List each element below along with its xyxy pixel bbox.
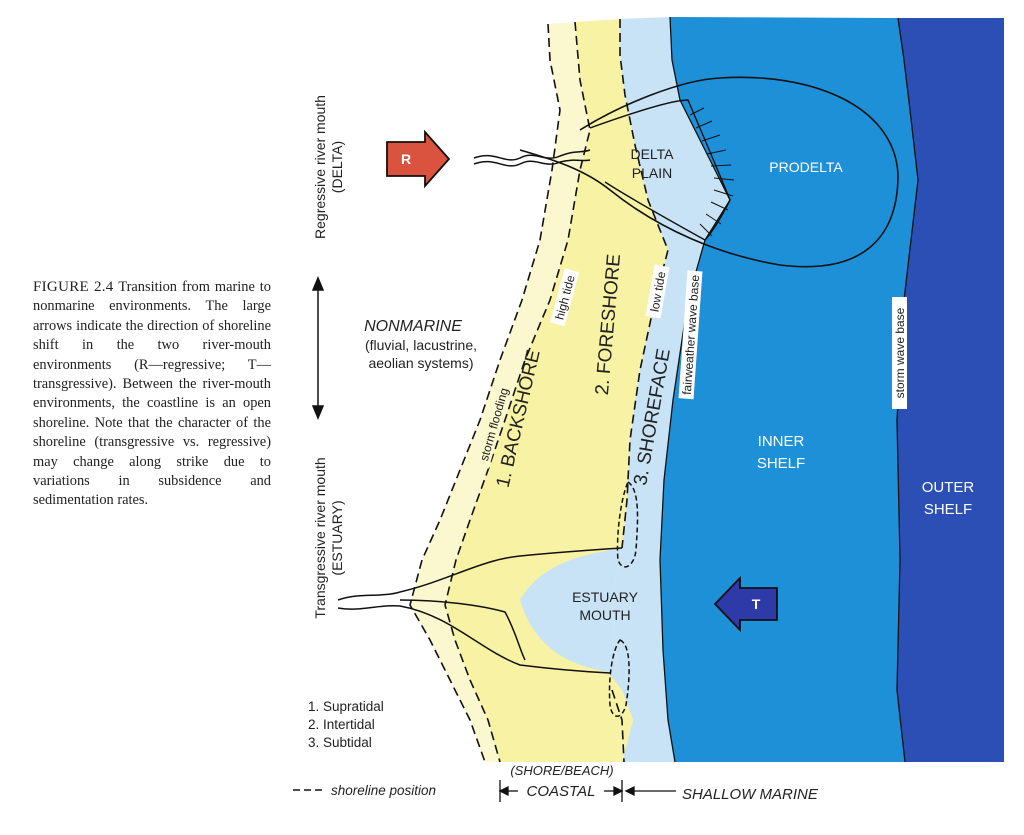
- barrier-island-upper: [616, 480, 639, 568]
- low-tide-line-south: [611, 689, 625, 763]
- outer-shelf-label-2: SHELF: [924, 501, 972, 518]
- coastal-label: COASTAL: [527, 783, 596, 800]
- regressive-mouth-label-2: (DELTA): [329, 141, 345, 193]
- regressive-arrow-letter: R: [401, 151, 411, 167]
- outer-shelf-zone: [897, 18, 1004, 762]
- vertical-double-arrow: [311, 276, 325, 420]
- estuary-channel-middle: [399, 599, 526, 661]
- transgressive-mouth-label-1: Transgressive river mouth: [312, 457, 328, 618]
- coastal-span: [498, 780, 676, 802]
- estuary-channel-upper: [337, 547, 623, 601]
- estuary-label-2: MOUTH: [579, 607, 630, 623]
- legend-item-1: 1. Supratidal: [308, 699, 384, 714]
- legend-item-3: 3. Subtidal: [308, 735, 372, 750]
- delta-plain-label-2: PLAIN: [632, 165, 672, 181]
- inner-shelf-label-1: INNER: [758, 433, 805, 450]
- caption-text: Transition from marine to nonmarine envi…: [33, 279, 271, 509]
- delta-river: [473, 149, 591, 161]
- delta-plain-label-1: DELTA: [630, 146, 674, 162]
- legend-shoreline-text: shoreline position: [331, 783, 436, 798]
- figure-label: FIGURE: [33, 279, 89, 295]
- nonmarine-line-2: aeolian systems): [368, 355, 473, 371]
- svg-text:storm wave base: storm wave base: [893, 307, 907, 398]
- regressive-mouth-label-1: Regressive river mouth: [312, 95, 328, 239]
- shallow-marine-label: SHALLOW MARINE: [682, 786, 819, 803]
- transgressive-mouth-label-2: (ESTUARY): [329, 500, 345, 575]
- figure-number: 2.4: [93, 279, 114, 295]
- inner-shelf-label-2: SHELF: [757, 455, 805, 472]
- low-tide-line: [619, 19, 669, 549]
- prodelta-label: PRODELTA: [769, 159, 843, 175]
- figure-caption: FIGURE 2.4 Transition from marine to non…: [33, 278, 271, 511]
- high-tide-line: [444, 21, 591, 763]
- transgressive-arrow-letter: T: [752, 596, 761, 612]
- nonmarine-line-1: (fluvial, lacustrine,: [365, 337, 477, 353]
- barrier-island-lower: [608, 639, 630, 717]
- storm-flooding-line: [409, 23, 561, 763]
- estuary-mouth-zone: [520, 548, 622, 690]
- estuary-channel-lower: [337, 604, 611, 674]
- nonmarine-title: NONMARINE: [364, 318, 462, 335]
- estuary-label-1: ESTUARY: [572, 589, 639, 605]
- transgressive-arrow: T: [713, 575, 778, 633]
- storm-wave-base-tag: storm wave base: [892, 297, 907, 409]
- delta-front-hachures: [689, 107, 735, 237]
- delta-river-bank: [473, 159, 591, 167]
- regressive-arrow: R: [386, 129, 451, 189]
- inner-shelf-zone: [660, 17, 918, 762]
- shoreface-zone: [612, 17, 730, 762]
- outer-shelf-label-1: OUTER: [922, 479, 975, 496]
- legend-item-2: 2. Intertidal: [308, 717, 375, 732]
- delta-lobe-outline: [519, 76, 899, 268]
- shore-beach-label: (SHORE/BEACH): [510, 763, 613, 778]
- shoreline-positions: [409, 19, 669, 763]
